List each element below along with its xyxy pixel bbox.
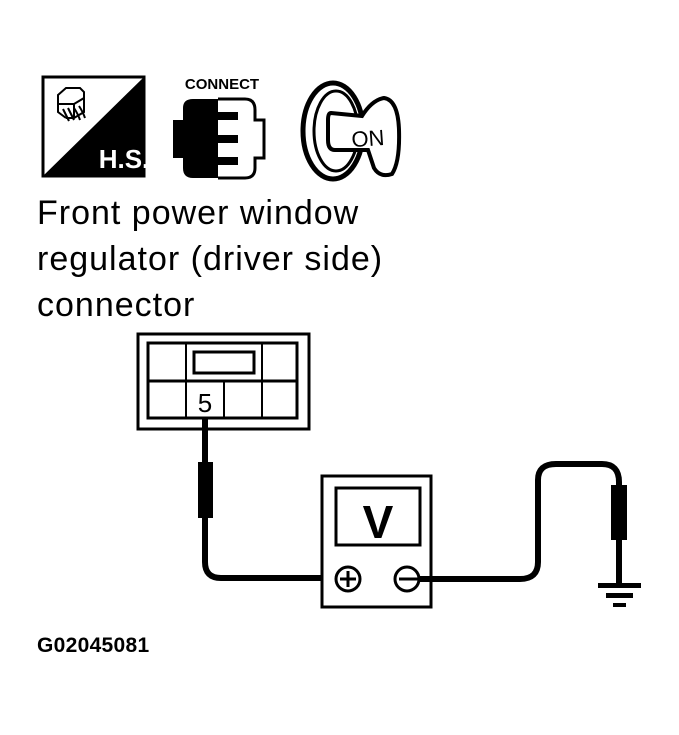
- figure-id: G02045081: [37, 634, 150, 657]
- voltmeter: V: [320, 474, 433, 609]
- ground-icon: [598, 583, 641, 607]
- connect-label: CONNECT: [185, 76, 259, 93]
- connect-icon: CONNECT: [173, 76, 266, 180]
- meter-display-v: V: [363, 496, 394, 548]
- positive-test-lead: [198, 419, 338, 581]
- positive-terminal-icon: [334, 565, 362, 593]
- caption-line-2: regulator (driver side): [37, 240, 384, 278]
- ignition-on-label: ON: [351, 125, 386, 152]
- positive-probe: [198, 462, 213, 518]
- harness-connector-hs-icon: H.S.: [41, 75, 150, 178]
- connector-caption: Front power window regulator (driver sid…: [37, 190, 383, 328]
- caption-line-3: connector: [37, 286, 196, 324]
- ignition-key-on-icon: ON: [300, 80, 402, 182]
- negative-test-lead: [419, 461, 627, 585]
- caption-line-1: Front power window: [37, 194, 360, 232]
- terminal-number: 5: [198, 388, 212, 418]
- hs-label: H.S.: [99, 144, 150, 174]
- negative-terminal-icon: [393, 565, 421, 593]
- connector-face: 5: [136, 332, 311, 431]
- negative-probe: [611, 485, 627, 540]
